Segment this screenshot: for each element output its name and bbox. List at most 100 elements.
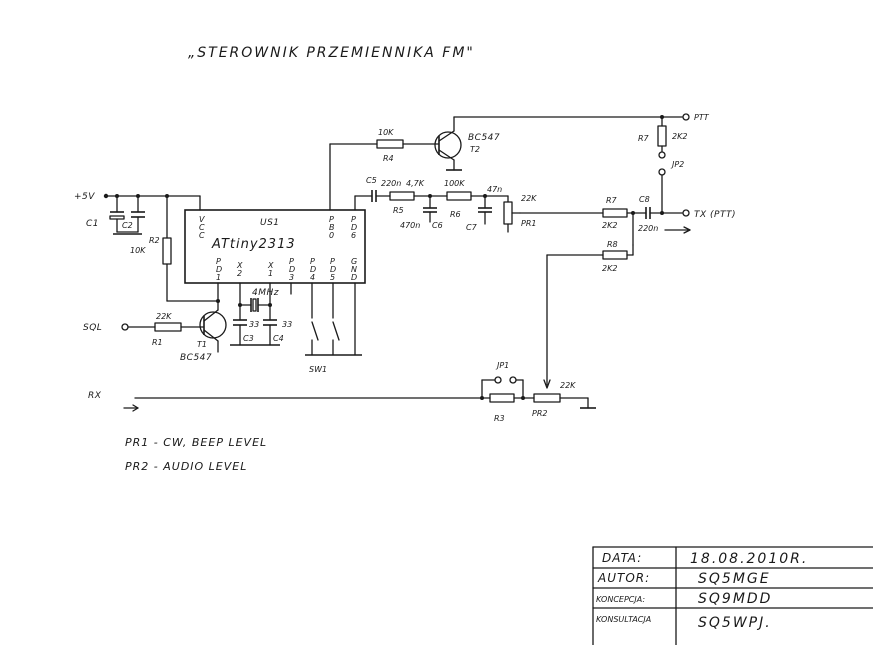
rx-label: RX: [88, 391, 102, 401]
r8-value: 2K2: [602, 264, 617, 273]
table-value-koncepcja: SQ9MDD: [698, 591, 772, 607]
t1-label: T1: [197, 340, 207, 349]
table-key-autor: AUTOR:: [597, 571, 650, 585]
r7b-body: [657, 125, 667, 147]
r6-label: R6: [450, 210, 461, 219]
c8-label: C8: [639, 195, 650, 204]
t2-emitter: [438, 149, 455, 161]
rx-arrow-head: [132, 404, 139, 412]
r7-value: 2K2: [602, 221, 617, 230]
pr2-body: [533, 393, 561, 403]
t2-collector: [438, 130, 455, 142]
r6-body: [446, 191, 472, 201]
pr2-wiper-arrow: [543, 379, 551, 389]
junction-dot: [238, 303, 242, 307]
r1-body: [154, 322, 182, 332]
table-key-konsultacja: KONSULTACJA: [596, 615, 651, 624]
r7-body: [602, 208, 628, 218]
r7b-label: R7: [638, 134, 650, 143]
t1-collector: [203, 309, 219, 322]
c4-label: C4: [273, 334, 284, 343]
jp2-label: JP2: [670, 160, 684, 169]
ptt-terminal: [682, 113, 690, 121]
beep-filter-section: C5 220n 4,7K R5 470n C6 100K R6 47n C7 2…: [354, 176, 604, 233]
c1-label: C1: [86, 219, 99, 229]
r8-label: R8: [607, 240, 618, 249]
jp1-label: JP1: [495, 361, 509, 370]
r3-label: R3: [494, 414, 505, 423]
supply-label: +5V: [74, 192, 95, 202]
sql-input-section: SQL 22K R1 T1 BC547: [83, 282, 227, 363]
jp2-pin-top: [658, 151, 666, 159]
table-value-autor: SQ5MGE: [698, 571, 771, 587]
r5-label: R5: [393, 206, 404, 215]
c3-value: 33: [249, 320, 259, 329]
jp1-pin-right: [509, 376, 517, 384]
jp2-pin-bottom: [658, 168, 666, 176]
note-pr2: PR2 - AUDIO LEVEL: [125, 460, 247, 473]
c6-value: 470n: [400, 221, 420, 230]
r6-value: 100K: [444, 179, 465, 188]
table-value-konsultacja: SQ5WPJ.: [698, 615, 772, 631]
crystal-value: 4MHz: [252, 288, 279, 298]
r8-body: [602, 250, 628, 260]
pr2-value: 22K: [560, 381, 576, 390]
junction-dot: [268, 303, 272, 307]
ic-name-label: ATtiny2313: [211, 237, 296, 252]
t1-body: [199, 311, 227, 339]
c8-value: 220n: [638, 224, 658, 233]
r3-body: [489, 393, 515, 403]
ptt-driver-section: 10K R4 BC547 T2 PTT R7 2K2 JP2: [329, 113, 710, 214]
power-supply-section: +5V C1 C2 R2 10K: [74, 192, 220, 303]
r1-label: R1: [152, 338, 163, 347]
note-pr1: PR1 - CW, BEEP LEVEL: [125, 436, 267, 449]
pr2-label: PR2: [532, 409, 547, 418]
junction-dot: [521, 396, 525, 400]
table-key-data: DATA:: [602, 551, 642, 565]
t2-body: [434, 131, 462, 159]
pr1-label: PR1: [521, 219, 536, 228]
r4-label: R4: [383, 154, 394, 163]
c7-label: C7: [466, 223, 478, 232]
t2-type: BC547: [468, 133, 500, 143]
t1-emitter: [203, 329, 219, 342]
c3-label: C3: [243, 334, 254, 343]
r2-label: R2: [149, 236, 160, 245]
crystal-body: [252, 298, 257, 312]
table-key-koncepcja: KONCEPCJA:: [596, 595, 645, 604]
r7b-value: 2K2: [672, 132, 687, 141]
notes: PR1 - CW, BEEP LEVEL PR2 - AUDIO LEVEL: [125, 436, 267, 473]
rx-input-section: RX JP1 R3 PR2 22K: [88, 361, 596, 423]
c5-label: C5: [366, 176, 377, 185]
tx-output-section: R7 2K2 C8 220n TX (PTT) R8 2K2: [543, 195, 736, 389]
title-block: DATA: 18.08.2010R. AUTOR: SQ5MGE KONCEPC…: [592, 546, 873, 645]
ic-body: [184, 209, 366, 284]
c4-value: 33: [282, 320, 292, 329]
tx-terminal: [682, 209, 690, 217]
t1-type: BC547: [180, 353, 212, 363]
r7-label: R7: [606, 196, 618, 205]
r5-value: 4,7K: [406, 179, 425, 188]
ic-ref-label: US1: [260, 218, 280, 228]
sql-terminal: [121, 323, 129, 331]
tx-label: TX (PTT): [694, 210, 736, 220]
r2-value: 10K: [130, 246, 146, 255]
table-value-data: 18.08.2010R.: [690, 551, 808, 567]
t2-label: T2: [470, 145, 480, 154]
r4-body: [376, 139, 404, 149]
junction-dot: [660, 211, 664, 215]
sw1-contact-b: [332, 321, 340, 341]
